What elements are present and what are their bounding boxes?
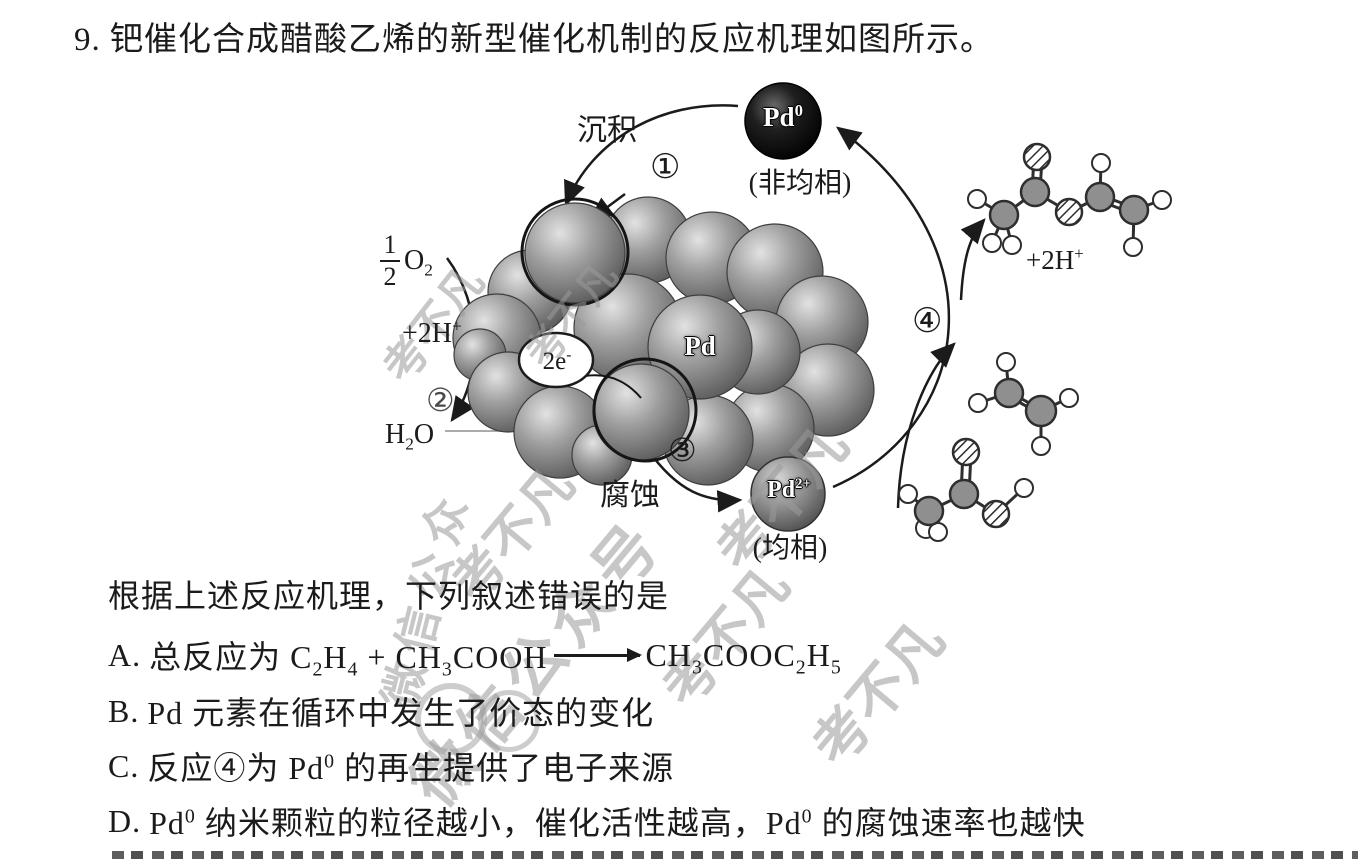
fraction-bar (380, 260, 400, 262)
option-a-product: CH3COOC2H5 (645, 636, 842, 678)
acetic-acid-molecule (898, 437, 1034, 542)
option-b: B. Pd 元素在循环中发生了价态的变化 (108, 688, 654, 734)
option-a: A. 总反应为 C2H4 + CH3COOH CH3COOC2H5 (108, 632, 842, 681)
option-b-text: Pd 元素在循环中发生了价态的变化 (147, 695, 655, 731)
water-label: H2O (385, 419, 435, 454)
option-d-key: D. (108, 802, 142, 839)
protons-right-label: +2H+ (1026, 244, 1084, 275)
deposit-atom-ring (520, 197, 630, 307)
oxygen-formula: O2 (404, 245, 433, 280)
step-2-number: ② (426, 381, 455, 419)
deposition-arc (564, 104, 739, 207)
truncated-next-line (112, 851, 1358, 859)
regeneration-arc (832, 126, 951, 489)
electron-transfer-curve (584, 374, 642, 399)
option-d-text: Pd0 纳米颗粒的粒径越小，催化活性越高，Pd0 的腐蚀速率也越快 (149, 805, 1086, 841)
step-3-number: ③ (668, 431, 697, 469)
option-b-key: B. (108, 692, 140, 729)
ethylene-molecule (968, 352, 1079, 456)
cluster-pd-label: Pd (684, 331, 716, 361)
option-a-reactants: 总反应为 C2H4 + CH3COOH (149, 639, 548, 681)
fraction-denominator: 2 (383, 262, 397, 291)
pd2plus-sphere-label: Pd2+ (767, 476, 811, 503)
option-c-text: 反应④为 Pd0 的再生提供了电子来源 (147, 750, 675, 786)
corrosion-arrow (646, 449, 743, 513)
watermark-logo-ring (478, 690, 540, 752)
reactant-feed-arrow (896, 342, 956, 509)
pd2plus-sphere (750, 456, 826, 532)
option-c-key: C. (108, 747, 140, 784)
option-a-key: A. (108, 636, 142, 673)
step-1-number: ① (650, 147, 681, 187)
vinyl-acetate-molecule (967, 142, 1172, 257)
leaving-atom-ring (592, 357, 698, 463)
pd0-sphere-label: Pd0 (763, 101, 803, 132)
option-c: C. 反应④为 Pd0 的再生提供了电子来源 (108, 743, 674, 789)
reaction-arrow (553, 647, 642, 662)
product-branch-arrow (959, 218, 986, 301)
electron-bubble (517, 331, 595, 389)
option-d: D. Pd0 纳米颗粒的粒径越小，催化活性越高，Pd0 的腐蚀速率也越快 (108, 798, 1086, 844)
electron-pair-label: 2e- (542, 346, 572, 375)
protons-left-label: +2H+ (402, 316, 462, 349)
fraction-numerator: 1 (383, 230, 397, 259)
corrosion-label: 腐蚀 (600, 479, 660, 512)
half-oxygen-label: 1 2 O2 (380, 232, 433, 290)
heterogeneous-label: (非均相) (748, 168, 852, 199)
step-4-number: ④ (912, 301, 943, 341)
question-title: 9. 钯催化合成醋酸乙烯的新型催化机制的反应机理如图所示。 (74, 22, 994, 58)
deposition-label: 沉积 (577, 114, 637, 147)
question-stem: 根据上述反应机理，下列叙述错误的是 (108, 578, 670, 614)
pd0-sphere (744, 82, 822, 160)
homogeneous-label: (均相) (752, 533, 828, 564)
